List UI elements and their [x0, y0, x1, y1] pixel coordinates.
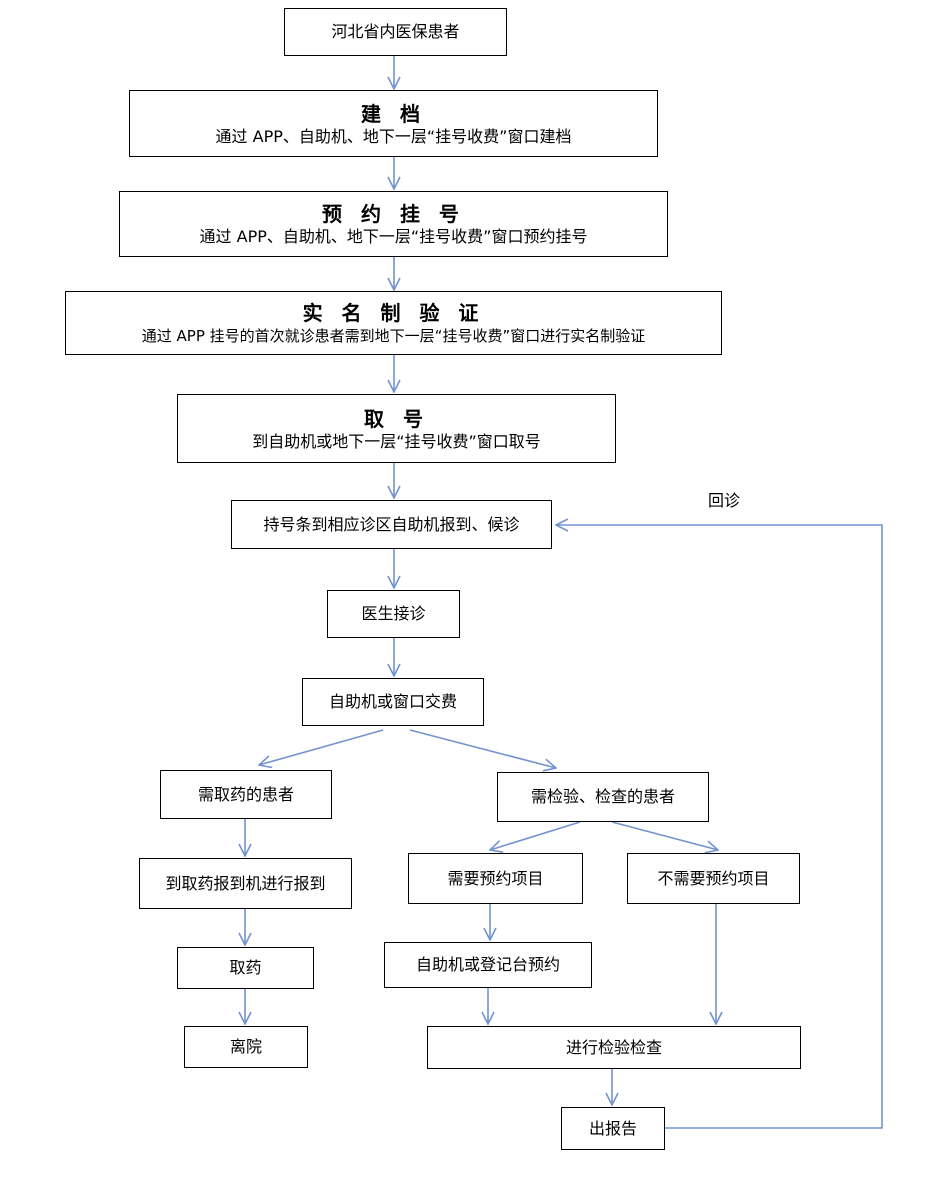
node-get-medicine: 取药: [177, 947, 314, 989]
node-do-exam: 进行检验检查: [427, 1026, 801, 1069]
node-take-number: 取 号 到自助机或地下一层“挂号收费”窗口取号: [177, 394, 616, 463]
node-verify: 实 名 制 验 证 通过 APP 挂号的首次就诊患者需到地下一层“挂号收费”窗口…: [65, 291, 722, 355]
node-need-appointment: 需要预约项目: [408, 853, 583, 904]
node-doctor: 医生接诊: [327, 590, 460, 638]
node-exam-booking-text: 自助机或登记台预约: [415, 955, 560, 974]
arrow-exam-noappointment: [611, 821, 718, 850]
node-verify-subtitle: 通过 APP 挂号的首次就诊患者需到地下一层“挂号收费”窗口进行实名制验证: [141, 327, 646, 345]
node-checkin-text: 持号条到相应诊区自助机报到、候诊: [263, 514, 520, 534]
node-appointment-subtitle: 通过 APP、自助机、地下一层“挂号收费”窗口预约挂号: [199, 227, 588, 246]
node-no-appointment: 不需要预约项目: [627, 853, 800, 904]
node-register: 建 档 通过 APP、自助机、地下一层“挂号收费”窗口建档: [129, 90, 658, 157]
node-need-medicine-text: 需取药的患者: [197, 784, 294, 804]
node-register-title: 建 档: [361, 101, 426, 126]
arrow-report-return-checkin: [556, 525, 883, 1129]
node-need-exam-text: 需检验、检查的患者: [530, 787, 675, 806]
arrow-payment-exam: [409, 729, 556, 768]
node-take-number-title: 取 号: [364, 406, 429, 431]
node-payment: 自助机或窗口交费: [302, 678, 484, 726]
node-pharmacy-checkin: 到取药报到机进行报到: [139, 858, 352, 909]
node-appointment-title: 预 约 挂 号: [322, 202, 465, 226]
node-checkin: 持号条到相应诊区自助机报到、候诊: [231, 500, 552, 549]
node-need-medicine: 需取药的患者: [160, 770, 332, 819]
node-exam-booking: 自助机或登记台预约: [384, 942, 592, 988]
node-leave: 离院: [184, 1026, 308, 1068]
node-verify-title: 实 名 制 验 证: [302, 301, 485, 325]
node-do-exam-text: 进行检验检查: [565, 1037, 662, 1057]
node-report: 出报告: [561, 1107, 665, 1150]
arrow-exam-needappointment: [490, 821, 581, 850]
node-register-subtitle: 通过 APP、自助机、地下一层“挂号收费”窗口建档: [215, 126, 572, 146]
return-visit-label: 回诊: [708, 491, 741, 510]
node-get-medicine-text: 取药: [229, 958, 262, 977]
node-report-text: 出报告: [588, 1118, 637, 1138]
node-need-exam: 需检验、检查的患者: [497, 772, 709, 822]
node-start: 河北省内医保患者: [284, 8, 507, 56]
node-appointment: 预 约 挂 号 通过 APP、自助机、地下一层“挂号收费”窗口预约挂号: [119, 191, 668, 257]
node-leave-text: 离院: [229, 1037, 262, 1056]
node-need-appointment-text: 需要预约项目: [447, 868, 544, 888]
node-doctor-text: 医生接诊: [361, 604, 426, 623]
node-pharmacy-checkin-text: 到取药报到机进行报到: [165, 873, 326, 893]
node-start-text: 河北省内医保患者: [331, 22, 460, 41]
node-take-number-subtitle: 到自助机或地下一层“挂号收费”窗口取号: [252, 431, 541, 451]
node-no-appointment-text: 不需要预约项目: [657, 868, 770, 888]
arrow-payment-medicine: [259, 729, 384, 765]
node-payment-text: 自助机或窗口交费: [328, 692, 457, 711]
